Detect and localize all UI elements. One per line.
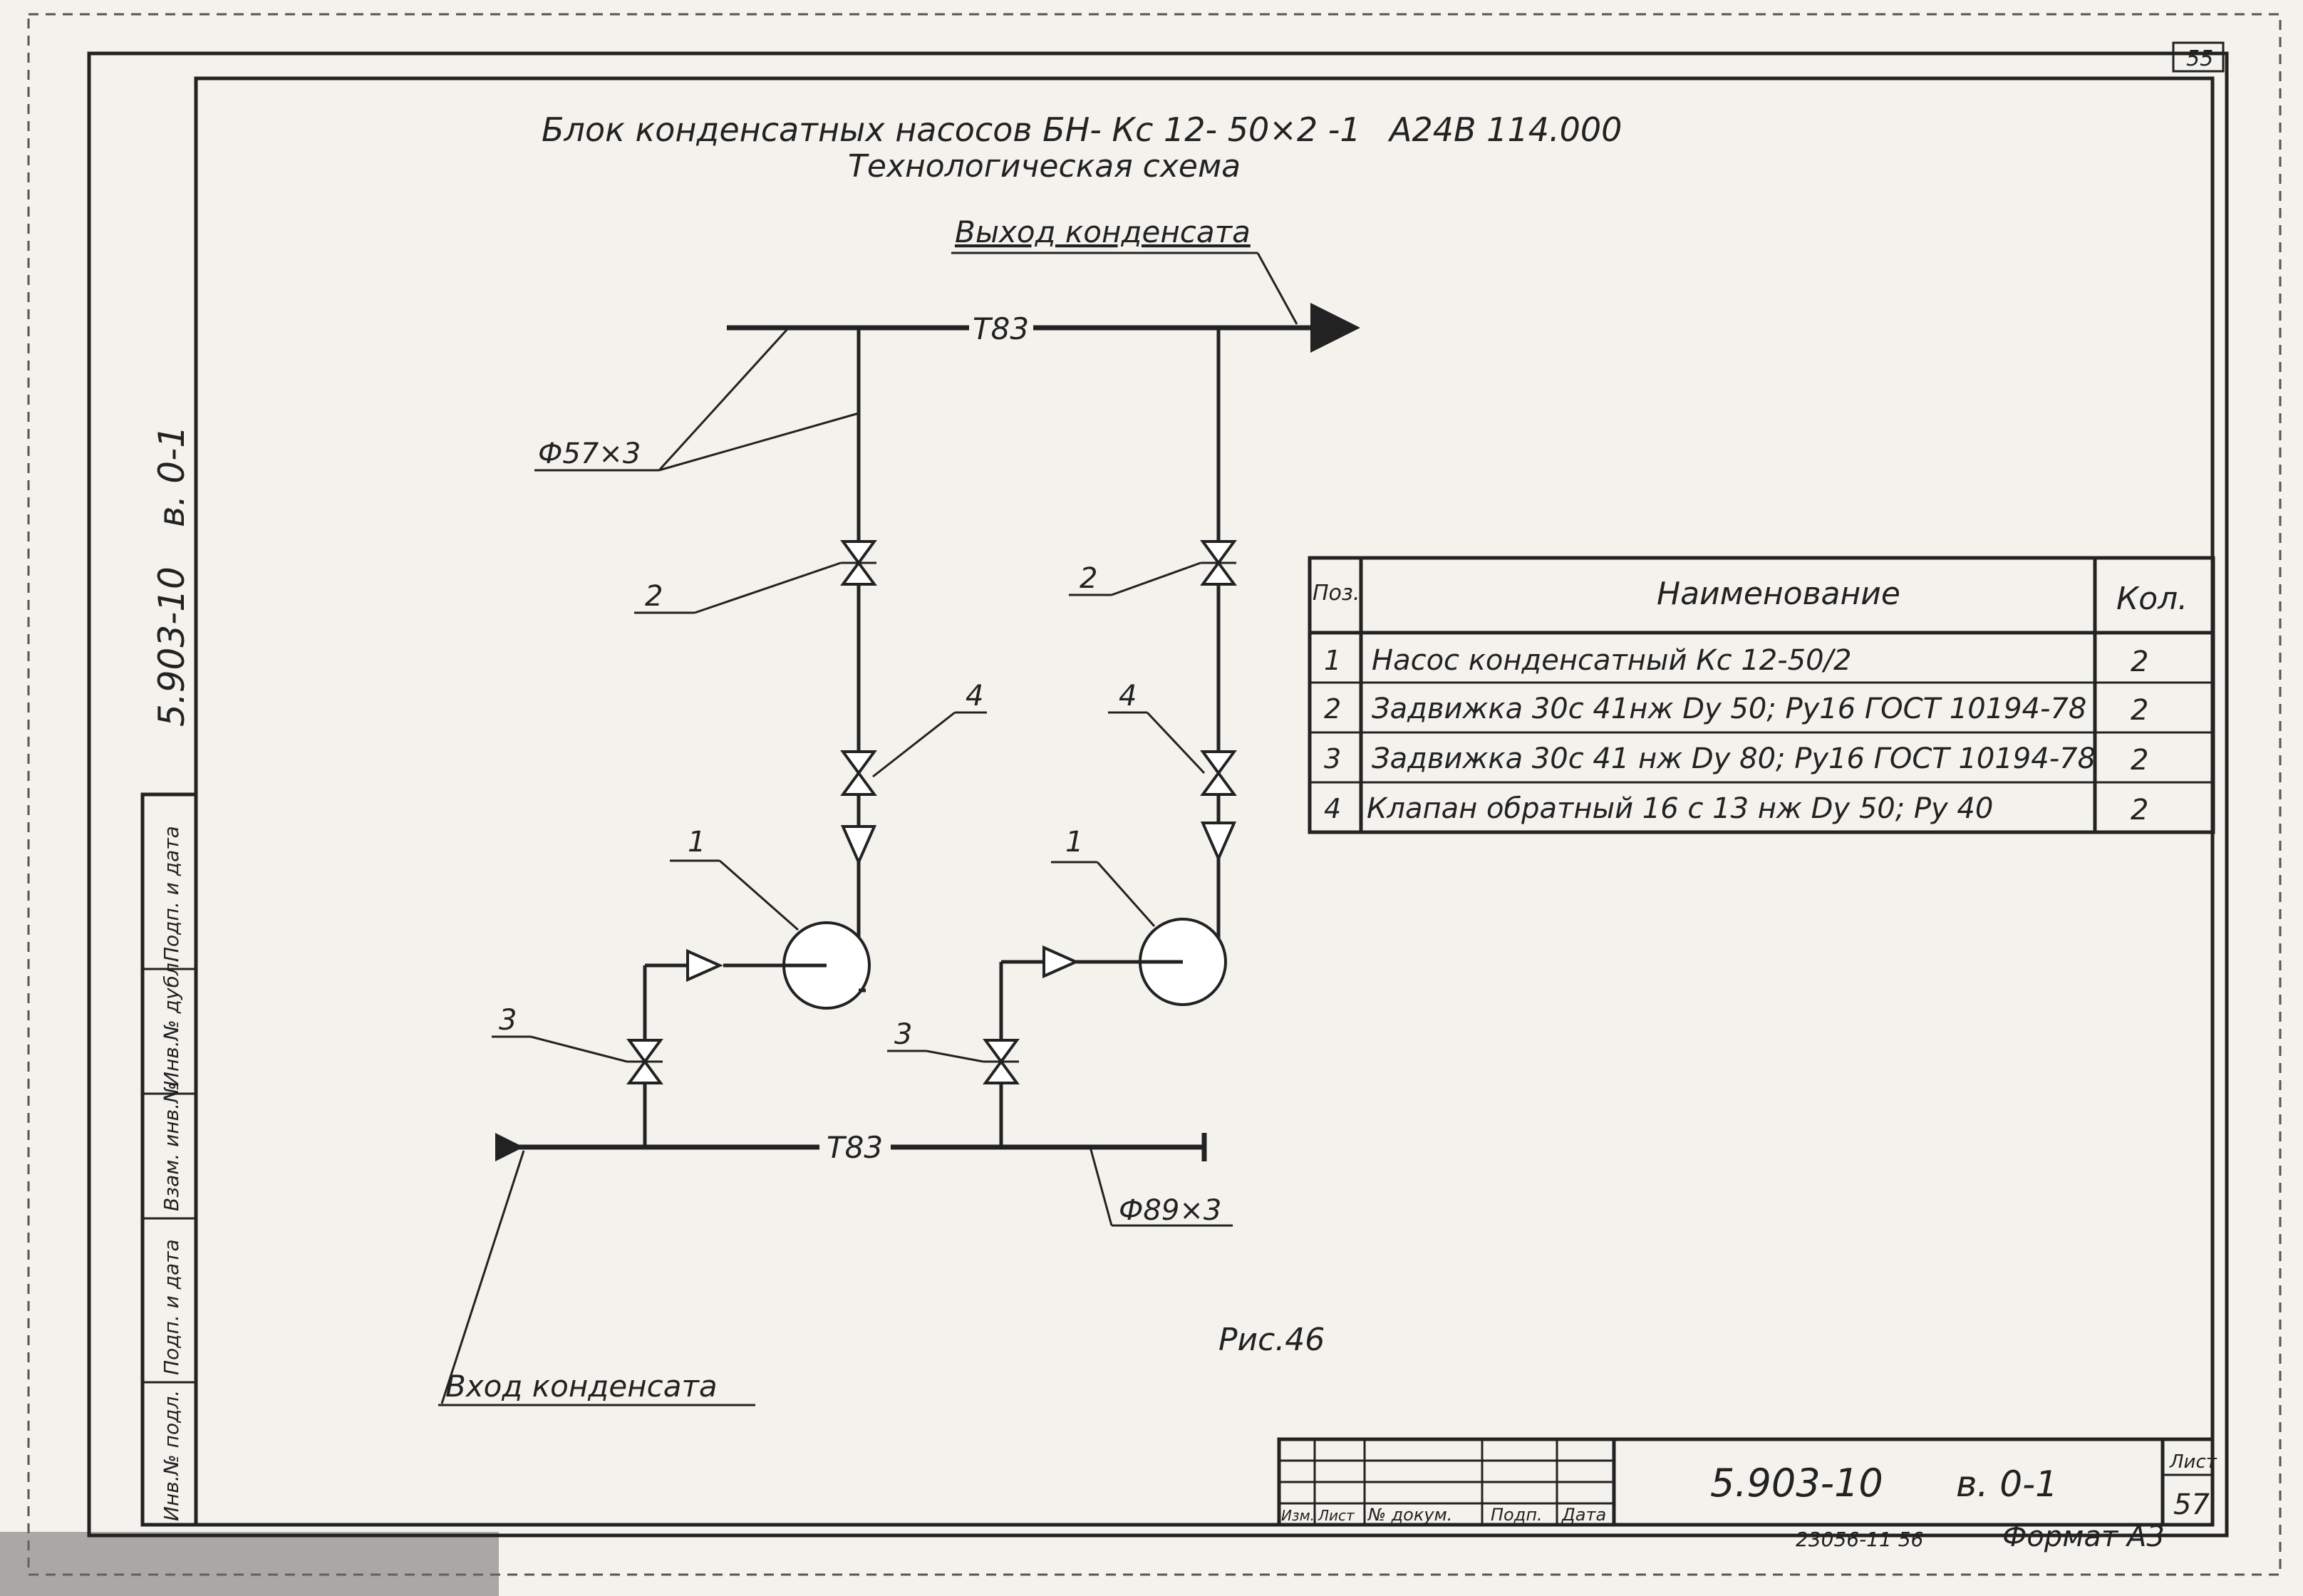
svg-text:2: 2 (645, 580, 663, 613)
callout-1-right: 1 (1051, 826, 1156, 927)
callout-2-right: 2 (1069, 561, 1201, 596)
stamp-cell-2: Подп. и дата (160, 1239, 183, 1375)
valve-3-left (626, 1039, 663, 1084)
stamp-cell-5: Подп. и дата (160, 826, 183, 962)
tb-format: Формат А3 (2002, 1520, 2165, 1553)
tb-col-sign: Подп. (1491, 1505, 1543, 1525)
corner-page-box (2172, 41, 2225, 73)
tb-issue: в. 0-1 (1956, 1463, 2058, 1505)
margin-issue: в. 0-1 (151, 425, 192, 527)
drawing-doc-code: А24В 114.000 (1387, 110, 1622, 149)
table-row-2-pos: 2 (1324, 693, 1341, 725)
table-row-4-qty: 2 (2131, 794, 2148, 826)
inlet-arrow (495, 1133, 524, 1161)
top-line-label: Т83 (973, 311, 1029, 346)
tb-sheet-number: 57 (2173, 1488, 2210, 1521)
outer-border (27, 13, 2282, 1576)
flow-arrow-right (1200, 822, 1237, 862)
callout-3-left: 3 (492, 1004, 628, 1063)
scan-shadow (0, 1532, 499, 1596)
drawing-title: Блок конденсатных насосов БН- Кс 12- 50×… (542, 110, 1361, 149)
check-valve-4-right (1200, 750, 1237, 796)
table-header-qty: Кол. (2116, 581, 2188, 617)
svg-text:4: 4 (966, 680, 983, 712)
tb-col-doc: № докум. (1367, 1505, 1452, 1525)
callout-2-left: 2 (634, 561, 842, 614)
pipe-spec-top-leader-1 (658, 328, 789, 472)
svg-text:4: 4 (1119, 680, 1137, 712)
outlet-label: Выход конденсата (955, 214, 1251, 249)
table-row-3-pos: 3 (1324, 743, 1341, 774)
title-block: Изм. Лист № докум. Подп. Дата 5.903-10 в… (1277, 1437, 2217, 1553)
suction-arrow-right (1042, 945, 1080, 979)
valve-3-right (983, 1039, 1020, 1084)
table-row-2-name: Задвижка 30с 41нж Dу 50; Ру16 ГОСТ 10194… (1372, 693, 2086, 725)
spec-table: Поз. Наименование Кол. 1 Насос конденсат… (1308, 556, 2215, 834)
margin-frame (87, 51, 2229, 1538)
table-header-pos: Поз. (1313, 581, 1360, 606)
table-row-3-qty: 2 (2131, 744, 2148, 777)
drawing-subtitle: Технологическая схема (848, 148, 1241, 185)
table-row-4-pos: 4 (1324, 793, 1341, 824)
tb-col-list: Лист (1318, 1507, 1355, 1524)
left-branch (626, 328, 877, 1147)
table-row-1-name: Насос конденсатный Кс 12-50/2 (1372, 644, 1851, 677)
margin-code: 5.903-10 (151, 566, 192, 727)
table-row-1-qty: 2 (2131, 646, 2148, 678)
svg-text:3: 3 (499, 1004, 517, 1037)
inlet-label: Вход конденсата (445, 1369, 718, 1404)
valve-2-left (840, 540, 877, 586)
outlet-leader (1256, 252, 1298, 325)
svg-text:1: 1 (1065, 826, 1083, 859)
svg-text:2: 2 (1080, 562, 1097, 595)
stamp-cell-1: Инв.№ подл. (160, 1390, 183, 1521)
tb-sheet-label: Лист (2169, 1451, 2217, 1473)
bottom-line-label: Т83 (827, 1130, 883, 1165)
pipe-spec-top: Ф57×3 (538, 437, 641, 470)
tb-code: 5.903-10 (1710, 1461, 1883, 1506)
table-row-2-qty: 2 (2131, 694, 2148, 727)
figure-caption: Рис.46 (1218, 1322, 1325, 1358)
right-branch (983, 328, 1237, 1147)
tb-col-date: Дата (1561, 1505, 1606, 1525)
callout-3-right: 3 (887, 1018, 984, 1063)
flow-arrow-left (840, 825, 877, 866)
table-header-name: Наименование (1657, 576, 1900, 612)
suction-arrow-left (686, 948, 723, 983)
check-valve-4-left (840, 750, 877, 796)
table-row-1-pos: 1 (1324, 645, 1341, 676)
stamp-cell-4: Инв.№ дубл. (160, 956, 183, 1087)
inlet-leader (440, 1150, 525, 1404)
pipe-spec-bottom: Ф89×3 (1119, 1194, 1221, 1227)
valve-2-right (1200, 540, 1237, 586)
pipe-spec-bottom-leader (1089, 1146, 1113, 1226)
tb-inventory: 23056-11 56 (1796, 1528, 1923, 1551)
callout-4-left: 4 (872, 680, 987, 778)
table-row-3-name: Задвижка 30с 41 нж Dу 80; Ру16 ГОСТ 1019… (1372, 742, 2096, 775)
callout-4-right: 4 (1108, 680, 1206, 774)
bottom-line-label-bg (819, 1129, 891, 1161)
tb-col-izm: Изм. (1281, 1507, 1315, 1524)
corner-page-number: 55 (2186, 46, 2213, 71)
pipe-spec-top-leader-2 (658, 412, 859, 472)
callout-1-left: 1 (670, 826, 799, 931)
margin-stamp: Инв.№ подл. Подп. и дата Взам. инв.№ Инв… (140, 792, 198, 1527)
stamp-cell-3: Взам. инв.№ (160, 1082, 183, 1211)
table-row-4-name: Клапан обратный 16 с 13 нж Dу 50; Ру 40 (1367, 792, 1993, 825)
svg-text:3: 3 (894, 1018, 912, 1051)
svg-text:1: 1 (688, 826, 705, 859)
top-line-label-bg (969, 310, 1033, 342)
